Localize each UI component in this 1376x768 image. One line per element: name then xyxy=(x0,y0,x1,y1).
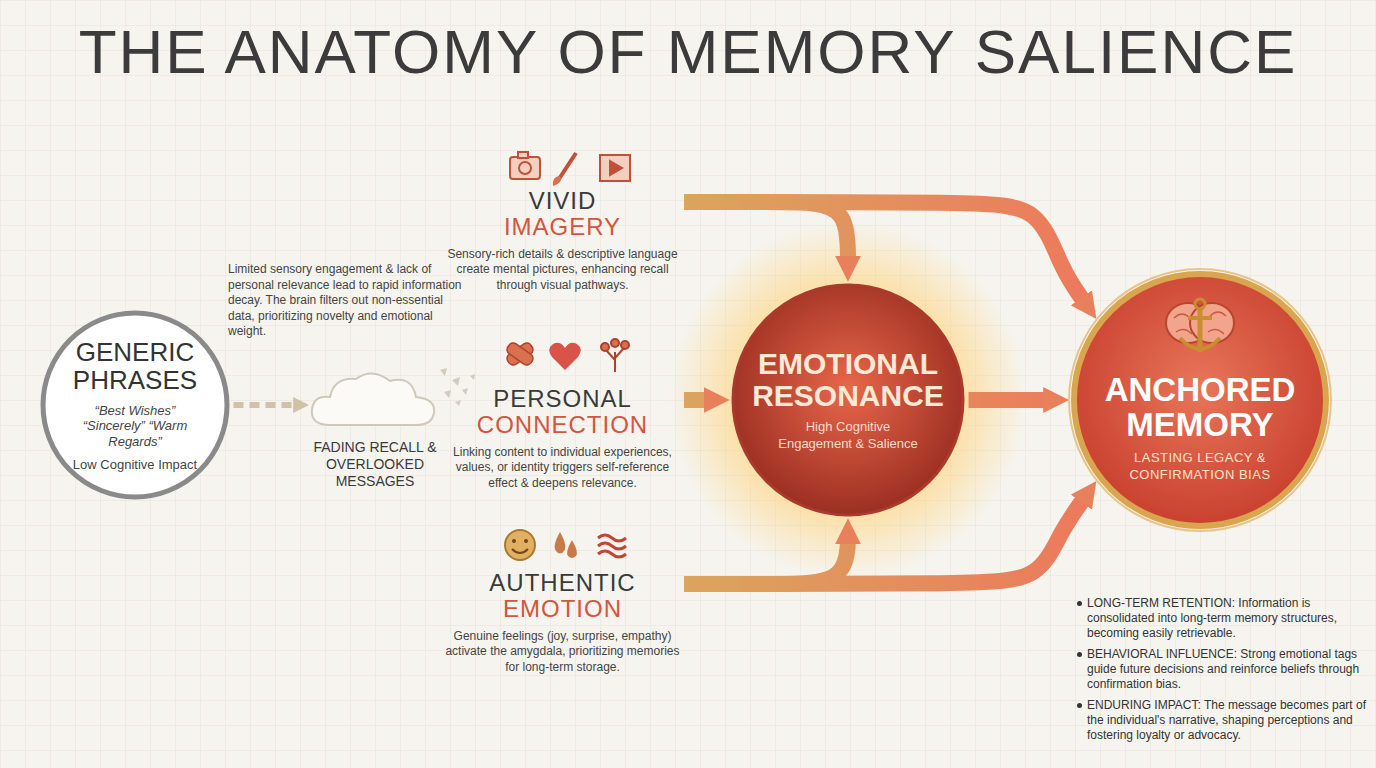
cloud-shape xyxy=(300,365,450,435)
brain-anchor-icon xyxy=(1166,299,1234,352)
fragments xyxy=(440,368,475,406)
bullet-text: BEHAVIORAL INFLUENCE: Strong emotional t… xyxy=(1087,647,1369,692)
film-icon xyxy=(600,155,630,181)
fading-cloud: FADING RECALL & OVERLOOKED MESSAGES xyxy=(300,365,450,489)
flow-arrow xyxy=(969,392,1052,408)
circle-outline xyxy=(43,313,227,497)
circle-outline xyxy=(733,285,963,515)
node-heading: FADING RECALL & OVERLOOKED MESSAGES xyxy=(300,439,450,489)
heart-icon xyxy=(549,343,581,370)
node-body: High Cognitive Engagement & Salience xyxy=(773,419,923,452)
bullet-dot xyxy=(1077,652,1082,657)
tree-icon xyxy=(601,339,629,372)
factor-block: AUTHENTIC EMOTION Genuine feelings (joy, … xyxy=(445,570,680,676)
flow-arrow xyxy=(684,202,848,264)
waves-icon xyxy=(598,535,626,557)
node-heading: PERSONAL CONNECTION xyxy=(477,386,648,439)
source-circle: GENERIC PHRASES “Best Wishes” “Sincerely”… xyxy=(40,310,230,500)
node-body: Linking content to individual experience… xyxy=(445,445,680,492)
bullet-text: LONG-TERM RETENTION: Information is cons… xyxy=(1087,596,1369,641)
bullet-dot xyxy=(1077,601,1082,606)
node-heading: ANCHORED MEMORY xyxy=(1090,373,1310,442)
title: THE ANATOMY OF MEMORY SALIENCE xyxy=(18,16,1358,87)
resonance-circle: EMOTIONAL RESONANCE High Cognitive Engage… xyxy=(730,282,966,518)
node-body: Genuine feelings (joy, surprise, empathy… xyxy=(445,629,680,676)
factor-block: PERSONAL CONNECTION Linking content to in… xyxy=(445,386,680,492)
memory-circle: ANCHORED MEMORY LASTING LEGACY & CONFIRMA… xyxy=(1068,268,1332,532)
hands-icon xyxy=(505,341,535,367)
camera-icon xyxy=(510,152,540,179)
circle-outline xyxy=(1074,274,1326,526)
node-heading: AUTHENTIC EMOTION xyxy=(489,570,635,623)
node-body: LASTING LEGACY & CONFIRMATION BIAS xyxy=(1115,450,1285,483)
flow-arrow xyxy=(684,202,1086,304)
brush-icon xyxy=(553,153,576,186)
node-heading: VIVID IMAGERY xyxy=(504,188,621,241)
node-heading: EMOTIONAL RESONANCE xyxy=(748,348,948,411)
bullet-dot xyxy=(1077,703,1082,708)
node-body: Sensory-rich details & descriptive langu… xyxy=(445,247,680,294)
flow-arrow xyxy=(684,392,712,408)
node-body: “Best Wishes” “Sincerely” “Warm Regards” xyxy=(78,403,193,450)
bullet-text: ENDURING IMPACT: The message becomes par… xyxy=(1087,698,1369,743)
node-body: Low Cognitive Impact xyxy=(73,457,197,472)
node-heading: GENERIC PHRASES xyxy=(60,338,210,395)
note-text: Limited sensory engagement & lack of per… xyxy=(228,262,463,340)
cloud-outline xyxy=(312,373,434,425)
drops-icon xyxy=(555,532,577,558)
factor-block: VIVID IMAGERY Sensory-rich details & desc… xyxy=(445,188,680,294)
dashed-arrow xyxy=(234,402,299,408)
smiley-icon xyxy=(505,530,535,560)
outer-ring xyxy=(1069,269,1331,531)
